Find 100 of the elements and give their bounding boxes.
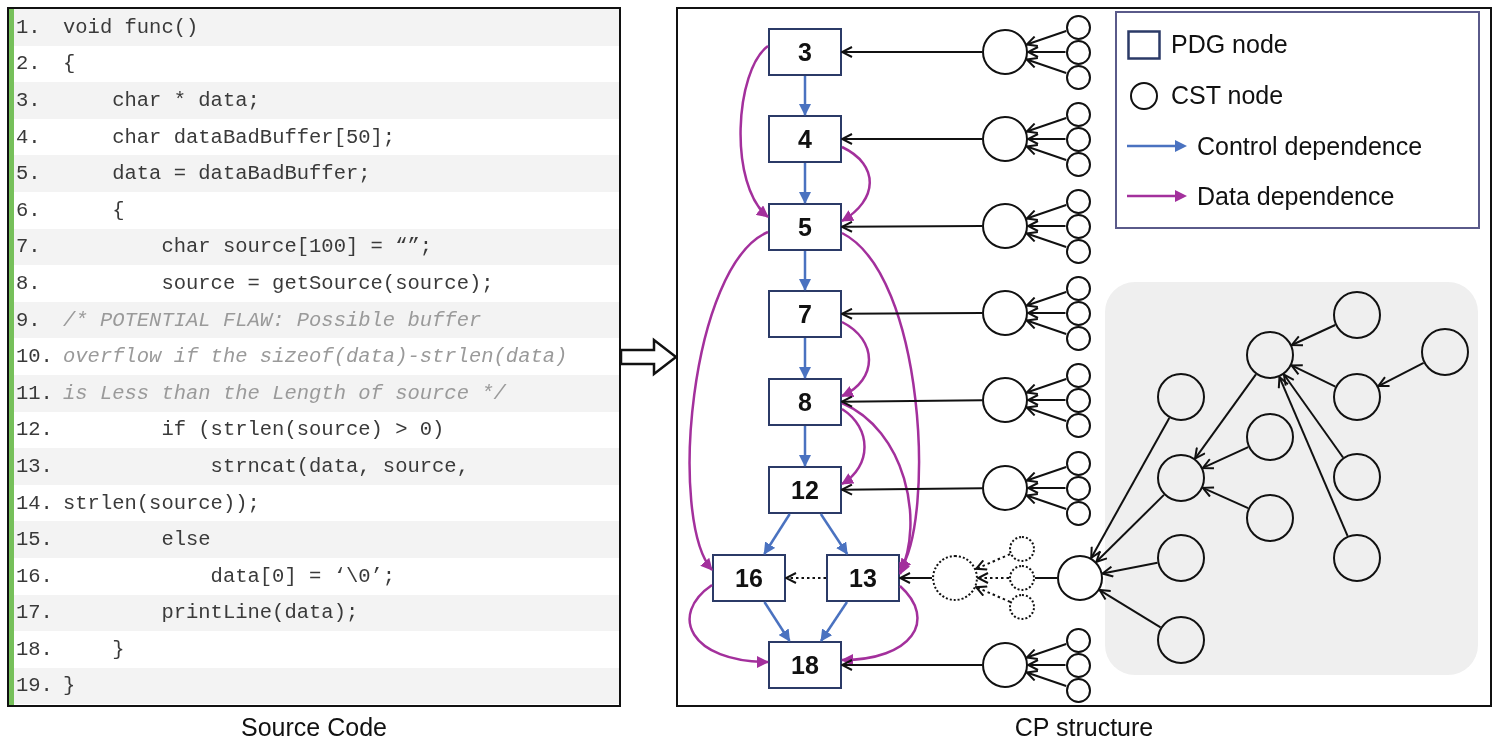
curved-arrow bbox=[841, 145, 871, 223]
cst-node-circle bbox=[982, 377, 1028, 423]
curved-arrow bbox=[688, 230, 769, 571]
cst-node-circle bbox=[1246, 413, 1294, 461]
cst-node-circle bbox=[982, 290, 1028, 336]
arrow bbox=[1027, 46, 1067, 58]
cst-node-circle bbox=[1065, 101, 1091, 127]
curved-arrow bbox=[841, 320, 871, 398]
cst-node-circle bbox=[1333, 373, 1381, 421]
code-line: } bbox=[63, 674, 76, 698]
cst-node-circle bbox=[1065, 14, 1091, 40]
arrow bbox=[841, 46, 983, 58]
line-number: 6. bbox=[15, 198, 42, 222]
arrow bbox=[819, 601, 849, 642]
arrow bbox=[1027, 394, 1067, 406]
cst-node-circle bbox=[1009, 594, 1035, 620]
arrow bbox=[1025, 669, 1068, 687]
legend-label: Control dependence bbox=[1197, 131, 1423, 161]
code-line: data[0] = ‘\0’; bbox=[209, 564, 396, 588]
cst-node-circle bbox=[1065, 500, 1091, 526]
line-number: 12. bbox=[15, 418, 54, 442]
arrow bbox=[819, 513, 849, 555]
arrow bbox=[763, 513, 791, 555]
line-number: 19. bbox=[15, 674, 54, 698]
cst-node-circle bbox=[1065, 238, 1091, 264]
code-line: printLine(data); bbox=[160, 601, 359, 625]
arrow bbox=[1290, 364, 1337, 388]
pdg-node-box: 5 bbox=[768, 203, 842, 251]
line-number: 9. bbox=[15, 308, 42, 332]
cst-node-circle bbox=[1065, 213, 1091, 239]
arrow bbox=[1377, 361, 1425, 388]
code-line: is Less than the Length of source */ bbox=[63, 381, 506, 405]
arrow bbox=[1025, 30, 1068, 48]
arrow bbox=[1025, 466, 1068, 484]
cst-node-circle bbox=[1333, 534, 1381, 582]
cst-node-circle bbox=[1065, 677, 1091, 703]
cst-node-circle bbox=[1065, 188, 1091, 214]
code-line: { bbox=[111, 198, 125, 222]
code-line: overflow if the sizeof(data)-strlen(data) bbox=[63, 345, 568, 369]
arrow bbox=[1025, 56, 1068, 74]
arrow bbox=[899, 572, 933, 584]
dotted-arrow bbox=[785, 572, 827, 584]
arrow bbox=[1290, 324, 1337, 347]
curved-arrow bbox=[688, 584, 769, 668]
pdg-node-box: 3 bbox=[768, 28, 842, 76]
arrow bbox=[799, 76, 811, 116]
line-number: 1. bbox=[15, 15, 42, 39]
cst-node-circle bbox=[1009, 565, 1035, 591]
dotted-arrow bbox=[977, 572, 1010, 584]
pdg-node-box: 18 bbox=[768, 641, 842, 689]
arrow bbox=[1025, 230, 1068, 248]
arrow bbox=[841, 395, 983, 408]
code-line: data = dataBadBuffer; bbox=[111, 162, 371, 186]
line-number: 5. bbox=[15, 162, 42, 186]
arrow bbox=[1201, 446, 1250, 470]
block-arrow bbox=[619, 337, 679, 377]
cst-node-circle bbox=[1421, 328, 1469, 376]
arrow bbox=[1027, 220, 1067, 232]
arrow bbox=[799, 426, 811, 467]
curved-arrow bbox=[841, 401, 912, 575]
arrow bbox=[1282, 373, 1345, 459]
cst-node-circle bbox=[1246, 331, 1294, 379]
curved-arrow bbox=[841, 408, 866, 485]
cst-node-circle bbox=[1065, 325, 1091, 351]
arrow bbox=[763, 601, 791, 642]
cst-node-circle bbox=[982, 116, 1028, 162]
cst-node-circle bbox=[1065, 387, 1091, 413]
line-number: 11. bbox=[15, 381, 54, 405]
arrow bbox=[841, 133, 983, 145]
arrow bbox=[1095, 493, 1165, 563]
arrow bbox=[1201, 486, 1250, 510]
cst-node-circle bbox=[982, 642, 1028, 688]
line-number: 17. bbox=[15, 601, 54, 625]
line-number: 13. bbox=[15, 454, 54, 478]
arrow bbox=[1025, 378, 1068, 396]
arrow bbox=[1025, 643, 1068, 661]
cst-node-circle bbox=[1065, 64, 1091, 90]
arrow bbox=[1025, 204, 1068, 222]
code-line: if (strlen(source) > 0) bbox=[160, 418, 445, 442]
cst-node-circle bbox=[1157, 534, 1205, 582]
cst-node-circle bbox=[982, 29, 1028, 75]
arrow bbox=[1090, 416, 1171, 559]
arrow bbox=[1027, 307, 1067, 319]
line-number: 8. bbox=[15, 271, 42, 295]
cst-node-circle bbox=[1065, 450, 1091, 476]
arrow bbox=[1027, 133, 1067, 145]
line-number: 10. bbox=[15, 345, 54, 369]
code-line: { bbox=[63, 52, 76, 76]
line-number: 14. bbox=[15, 491, 54, 515]
line-number: 4. bbox=[15, 125, 42, 149]
arrow bbox=[841, 307, 983, 320]
cst-node-circle bbox=[1057, 555, 1103, 601]
arrow bbox=[1025, 143, 1068, 161]
connector-line bbox=[1034, 577, 1058, 579]
code-line: strncat(data, source, bbox=[209, 454, 469, 478]
cst-node-circle bbox=[1065, 151, 1091, 177]
line-number: 18. bbox=[15, 637, 54, 661]
cst-node-circle bbox=[1065, 652, 1091, 678]
arrow bbox=[1025, 117, 1068, 135]
cst-node-circle bbox=[1333, 453, 1381, 501]
